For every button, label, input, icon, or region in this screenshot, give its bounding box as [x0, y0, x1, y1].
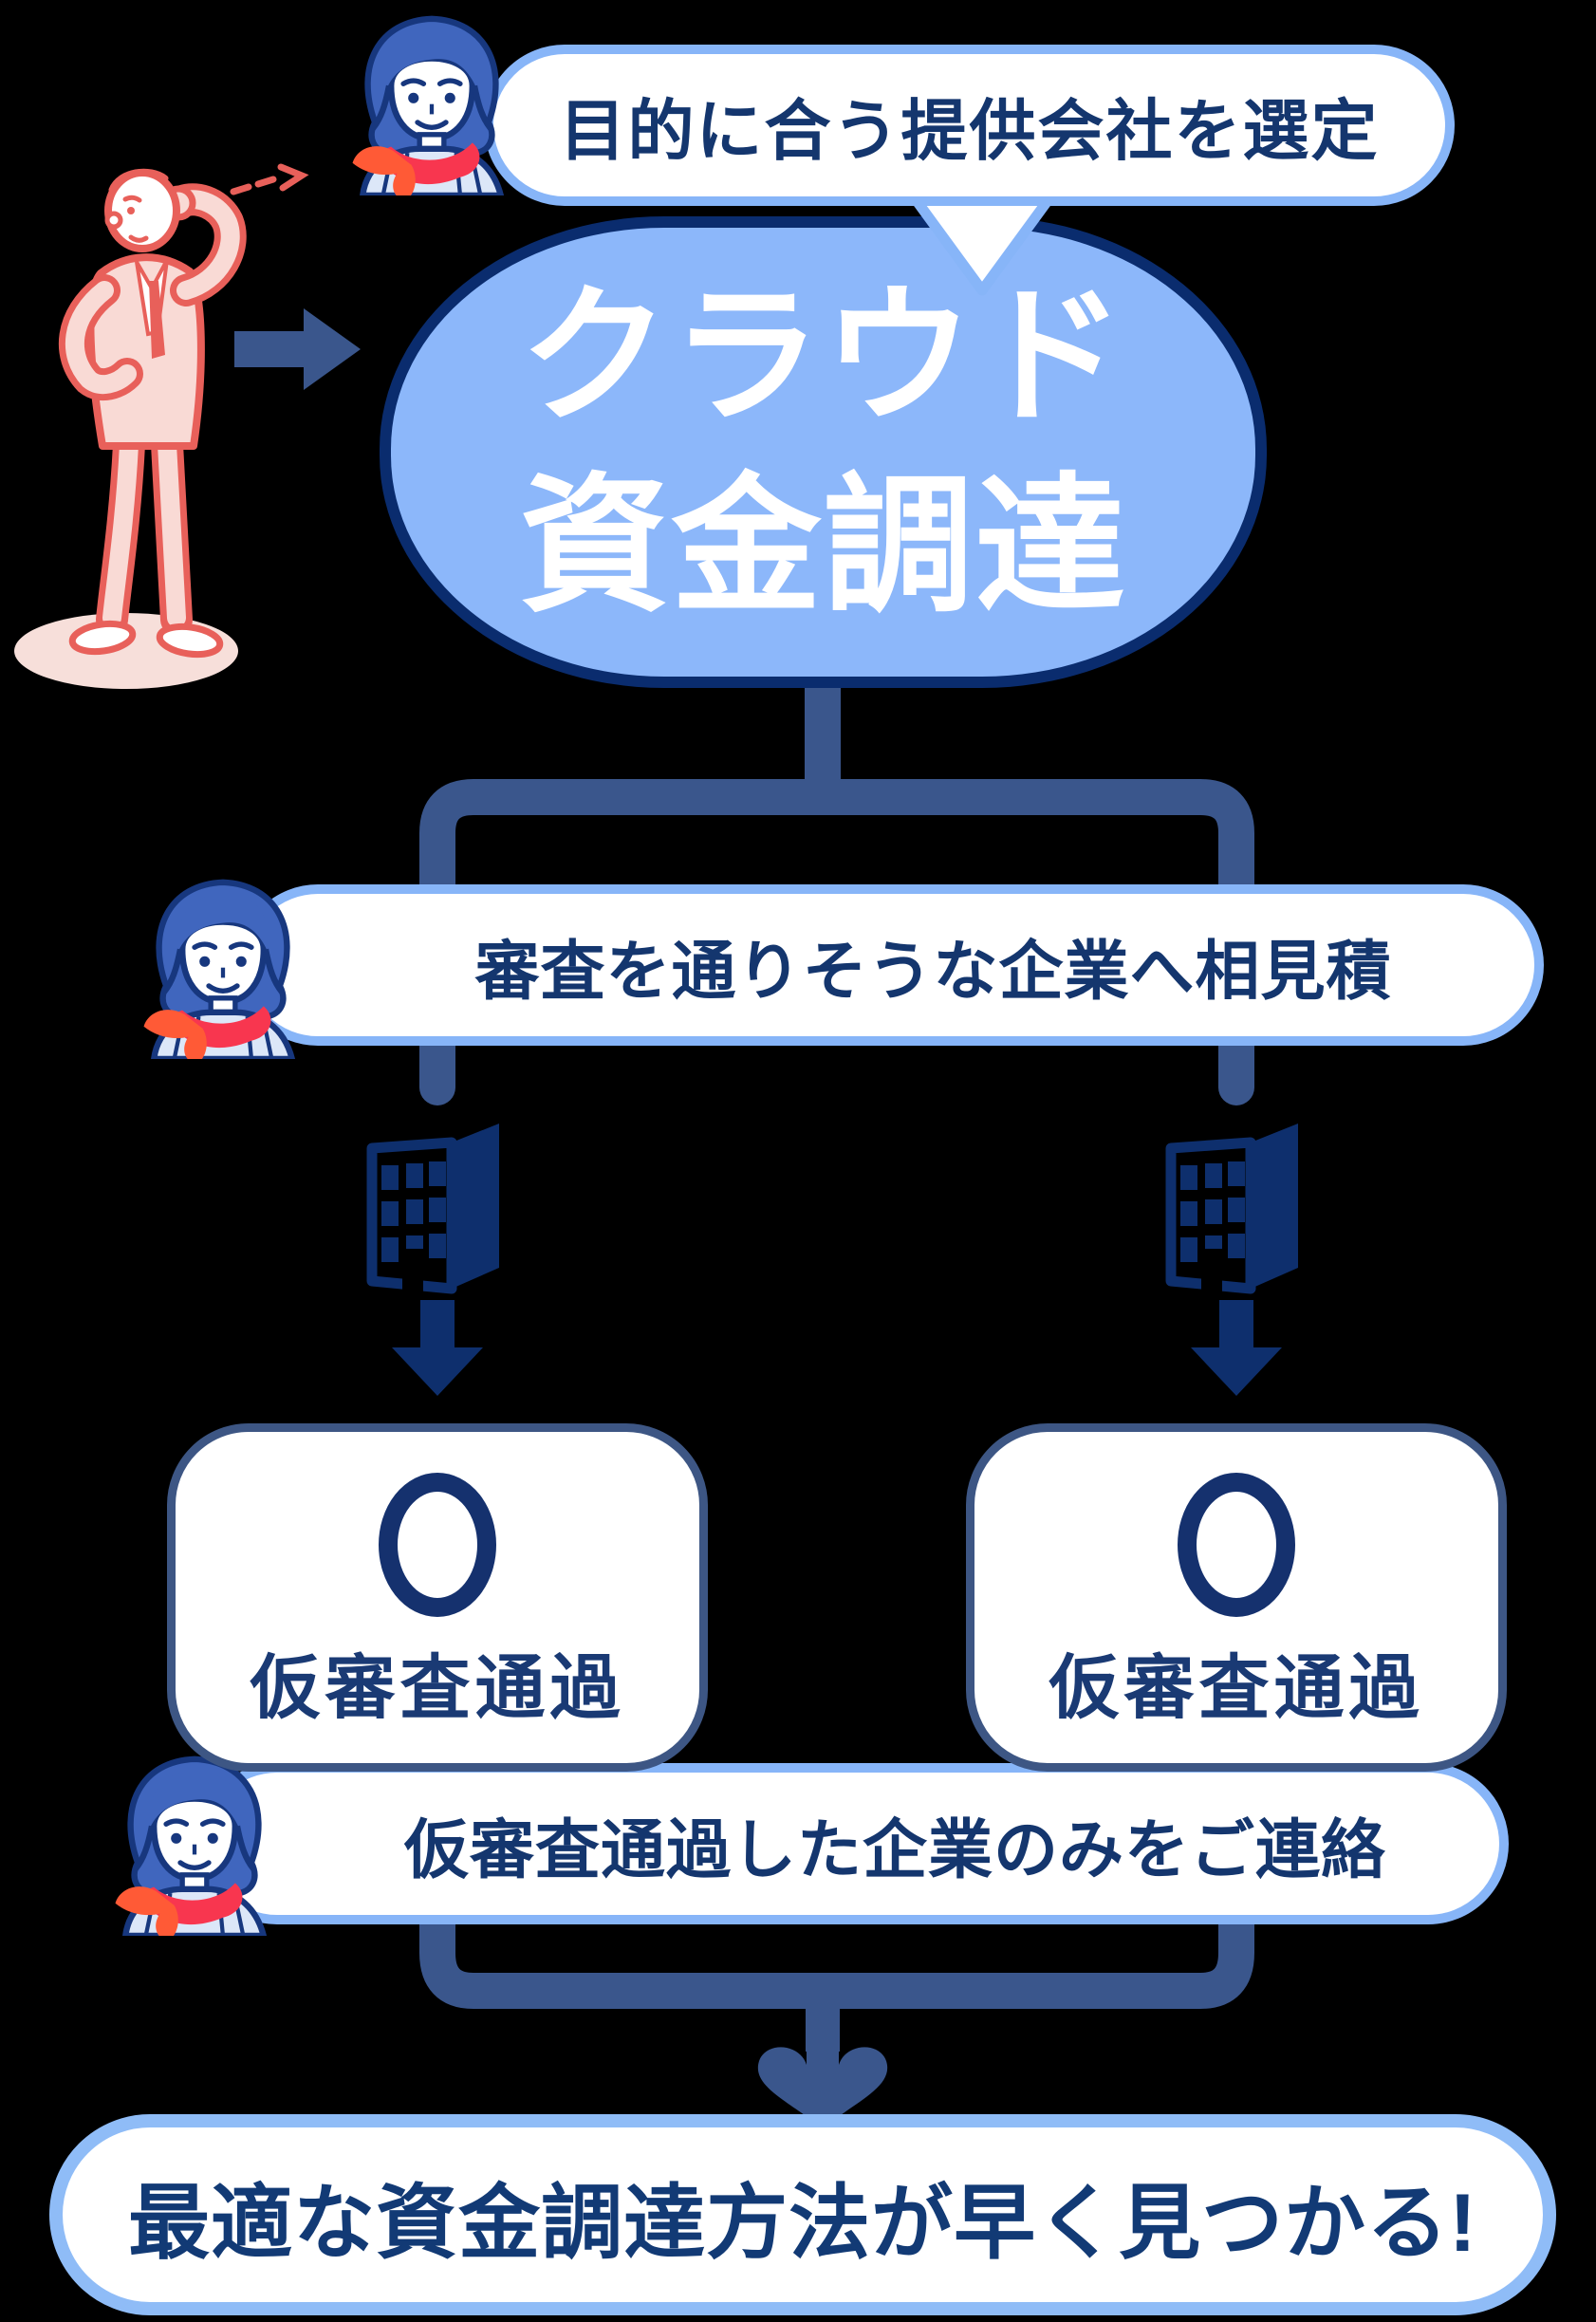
consultant-avatar-icon [352, 15, 505, 195]
office-building-icon [366, 1124, 499, 1294]
step2-bubble: 審査を通りそうな企業へ相見積 [237, 884, 1544, 1046]
approval-box-label: 仮審査通過 [250, 1648, 625, 1727]
consultant-avatar-icon [143, 879, 296, 1059]
arrow-down-icon [392, 1300, 483, 1396]
cloud-title-line2: 資金調達 [519, 462, 1127, 630]
cloud-title-line1: クラウド [519, 273, 1127, 441]
businessman-thinking-icon [14, 163, 309, 689]
split-branch-line [419, 779, 1254, 1105]
tie [149, 281, 165, 359]
step1-bubble: 目的に合う提供会社を選定 [484, 45, 1455, 206]
circle-pass-mark-icon [1178, 1473, 1295, 1617]
circle-pass-mark-icon [379, 1473, 496, 1617]
office-building-icon [1165, 1124, 1298, 1294]
arrow-right-icon [234, 308, 361, 390]
approval-box-left: 仮審査通過 [167, 1423, 708, 1772]
step2-text: 審査を通りそうな企業へ相見積 [474, 935, 1392, 1008]
step1-text: 目的に合う提供会社を選定 [559, 93, 1380, 168]
result-banner: 最適な資金調達方法が早く見つかる! [49, 2114, 1556, 2315]
gaze-arrow [230, 163, 309, 195]
step3-text: 仮審査通過した企業のみをご連絡 [403, 1813, 1386, 1886]
cloud-funding-node: クラウド 資金調達 [380, 216, 1267, 688]
speech-tail [913, 198, 1051, 296]
arrow-down-icon [1191, 1300, 1282, 1396]
result-text: 最適な資金調達方法が早く見つかる! [128, 2177, 1477, 2269]
consultant-avatar-icon [115, 1755, 268, 1936]
approval-box-right: 仮審査通過 [966, 1423, 1507, 1772]
step3-bubble: 仮審査通過した企業のみをご連絡 [196, 1763, 1509, 1924]
approval-box-label: 仮審査通過 [1049, 1648, 1424, 1727]
merge-arrow-down-icon [757, 1978, 888, 2129]
